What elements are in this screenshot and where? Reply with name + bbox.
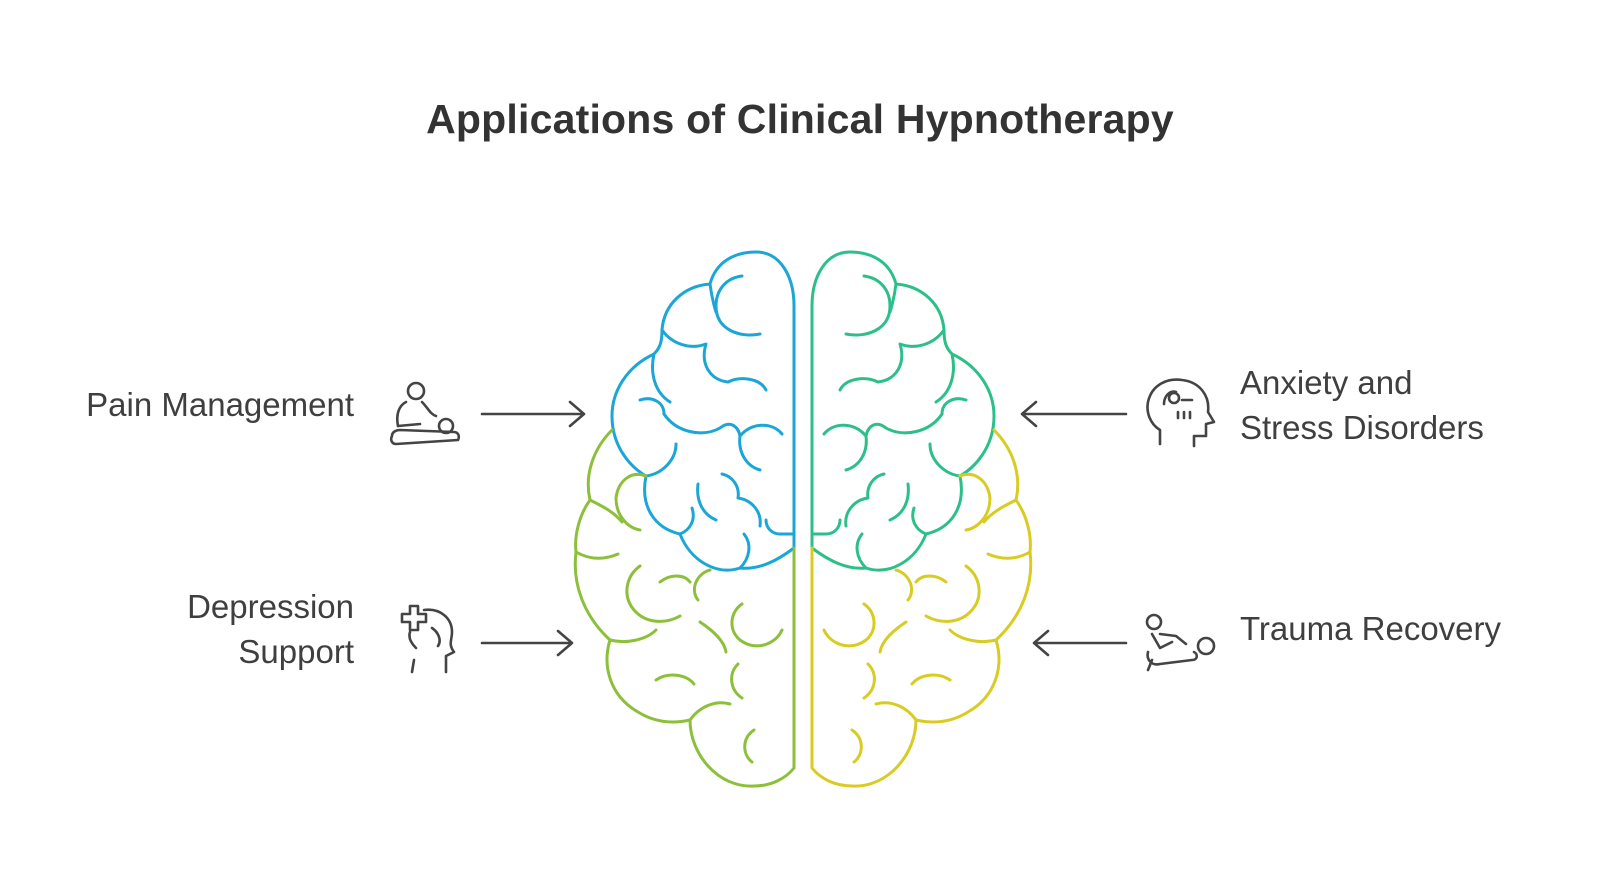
arrow-trauma-recovery — [1032, 629, 1128, 657]
arrow-anxiety-stress — [1020, 400, 1128, 428]
label-trauma-recovery: Trauma Recovery — [1240, 606, 1501, 651]
label-line: Pain Management — [86, 386, 354, 423]
brain-top-left-lobe — [610, 250, 796, 572]
label-line: Anxiety and — [1240, 364, 1413, 401]
label-depression-support: Depression Support — [187, 584, 354, 674]
brain-illustration — [573, 250, 1033, 788]
brain-bottom-right-lobe — [810, 428, 1033, 788]
arrow-depression-support — [480, 629, 574, 657]
medical-head-icon — [400, 604, 456, 674]
label-line: Support — [238, 633, 354, 670]
injured-person-icon — [1145, 613, 1216, 672]
label-line: Trauma Recovery — [1240, 610, 1502, 647]
stressed-head-icon — [1146, 378, 1216, 448]
arrow-pain-management — [480, 400, 586, 428]
brain-top-right-lobe — [810, 250, 996, 572]
massage-therapy-icon — [389, 381, 461, 446]
brain-bottom-left-lobe — [573, 428, 796, 788]
diagram-title: Applications of Clinical Hypnotherapy — [426, 96, 1174, 142]
label-anxiety-stress: Anxiety and Stress Disorders — [1240, 360, 1484, 450]
label-pain-management: Pain Management — [86, 382, 354, 427]
label-line: Depression — [187, 588, 354, 625]
label-line: Stress Disorders — [1240, 409, 1484, 446]
